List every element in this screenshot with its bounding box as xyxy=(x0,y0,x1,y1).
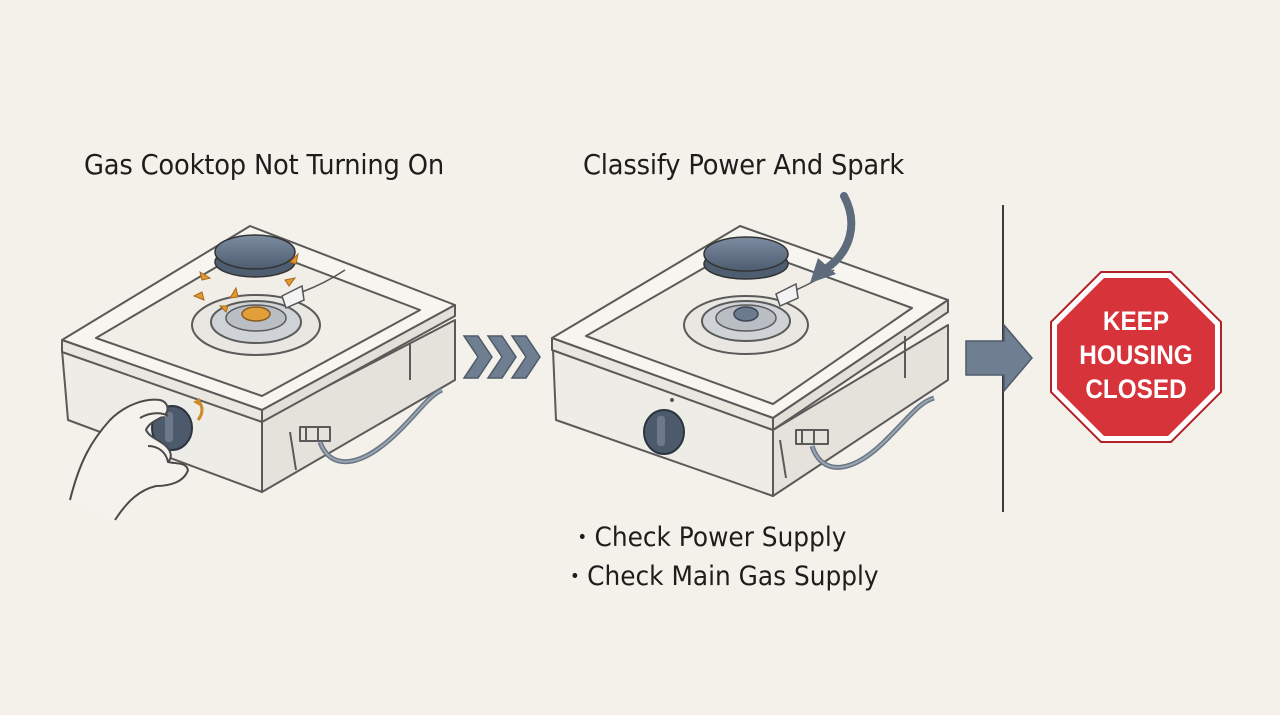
spark-icon xyxy=(192,252,299,313)
burner-left-icon xyxy=(191,294,321,356)
stop-sign-icon xyxy=(1050,271,1222,443)
chevron-arrows-icon xyxy=(462,335,541,379)
stop-sign-text: KEEP HOUSING CLOSED xyxy=(1059,304,1214,406)
check-item: •Check Main Gas Supply xyxy=(570,561,879,592)
knob-mid-icon xyxy=(643,398,685,455)
right-arrow-icon xyxy=(965,322,1033,394)
check-item-label: Check Main Gas Supply xyxy=(587,561,879,592)
check-list: •Check Power Supply •Check Main Gas Supp… xyxy=(570,518,879,596)
stop-line: KEEP xyxy=(1102,306,1170,336)
pointer-arrow-icon xyxy=(810,192,856,283)
check-item: •Check Power Supply xyxy=(577,522,847,553)
burner-cap-left-icon xyxy=(214,234,296,278)
step-title-left: Gas Cooktop Not Turning On xyxy=(84,148,444,181)
step-title-middle: Classify Power And Spark xyxy=(583,148,905,181)
stop-line: CLOSED xyxy=(1085,374,1187,404)
check-item-label: Check Power Supply xyxy=(594,522,847,553)
stop-line: HOUSING xyxy=(1079,340,1193,370)
burner-mid-icon xyxy=(683,295,809,355)
burner-cap-mid-icon xyxy=(703,236,789,280)
hand-icon xyxy=(69,398,189,521)
